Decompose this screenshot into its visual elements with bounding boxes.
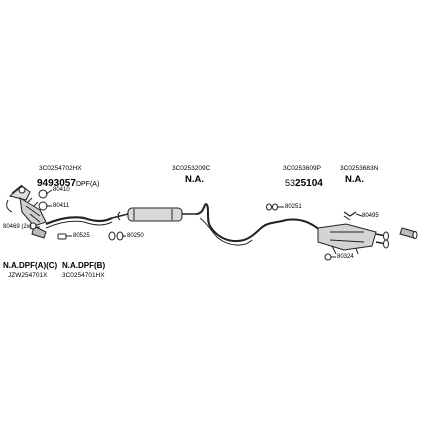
tail-pipe <box>399 227 418 239</box>
part-3-oe-number: 3C0253609P <box>283 165 321 172</box>
part-80411: 80411 <box>53 203 70 209</box>
part-80324: 80324 <box>337 254 354 260</box>
part-3-prefix: 53 <box>285 178 296 188</box>
ring-80324-icon <box>324 253 332 261</box>
part-80525: 80525 <box>73 233 90 239</box>
rear-muffler <box>317 223 389 255</box>
part-80469: 80469 (2x) <box>3 224 32 230</box>
part-1-label: 9493057DPF(A) <box>37 174 99 190</box>
intermediate-pipe <box>195 202 287 242</box>
part-2-value: N.A. <box>185 174 204 185</box>
part-3-label: 5325104 <box>285 174 323 190</box>
front-pipe <box>45 216 113 226</box>
part-1-oe-number: 3C0254702HX <box>39 165 82 172</box>
part-1-number: 9493057 <box>37 178 76 189</box>
part-1-suffix: DPF(A) <box>75 181 100 188</box>
part-2-oe-number: 3C0253209C <box>172 165 211 172</box>
bottom-part-1-value: N.A.DPF(A)(C) <box>3 261 58 270</box>
gasket-80469-icon <box>29 222 37 230</box>
bracket-80495-icon <box>343 211 357 221</box>
part-3-number: 25104 <box>295 178 323 189</box>
bottom-part-1-oe-number: JZW254701X <box>8 272 48 279</box>
part-4-value: N.A. <box>345 174 364 185</box>
middle-muffler <box>111 207 196 222</box>
part-80250: 80250 <box>127 233 144 239</box>
part-80251: 80251 <box>285 204 302 210</box>
part-80410: 80410 <box>53 187 70 193</box>
rear-pipe <box>285 218 321 231</box>
ring-80411-icon <box>38 201 48 211</box>
clamp-80250-icon <box>108 231 124 241</box>
part-80495: 80495 <box>362 213 379 219</box>
clamp-80525-icon <box>57 233 67 240</box>
bottom-part-2-value: N.A.DPF(B) <box>62 261 106 270</box>
catalytic-converter-dpf <box>6 184 47 239</box>
part-4-oe-number: 3C0253683N <box>340 165 379 172</box>
rubber-mount-80251-icon <box>266 203 278 211</box>
clamp-80410-icon <box>38 189 48 199</box>
bottom-part-2-oe-number: 3C0254701HX <box>62 272 105 279</box>
